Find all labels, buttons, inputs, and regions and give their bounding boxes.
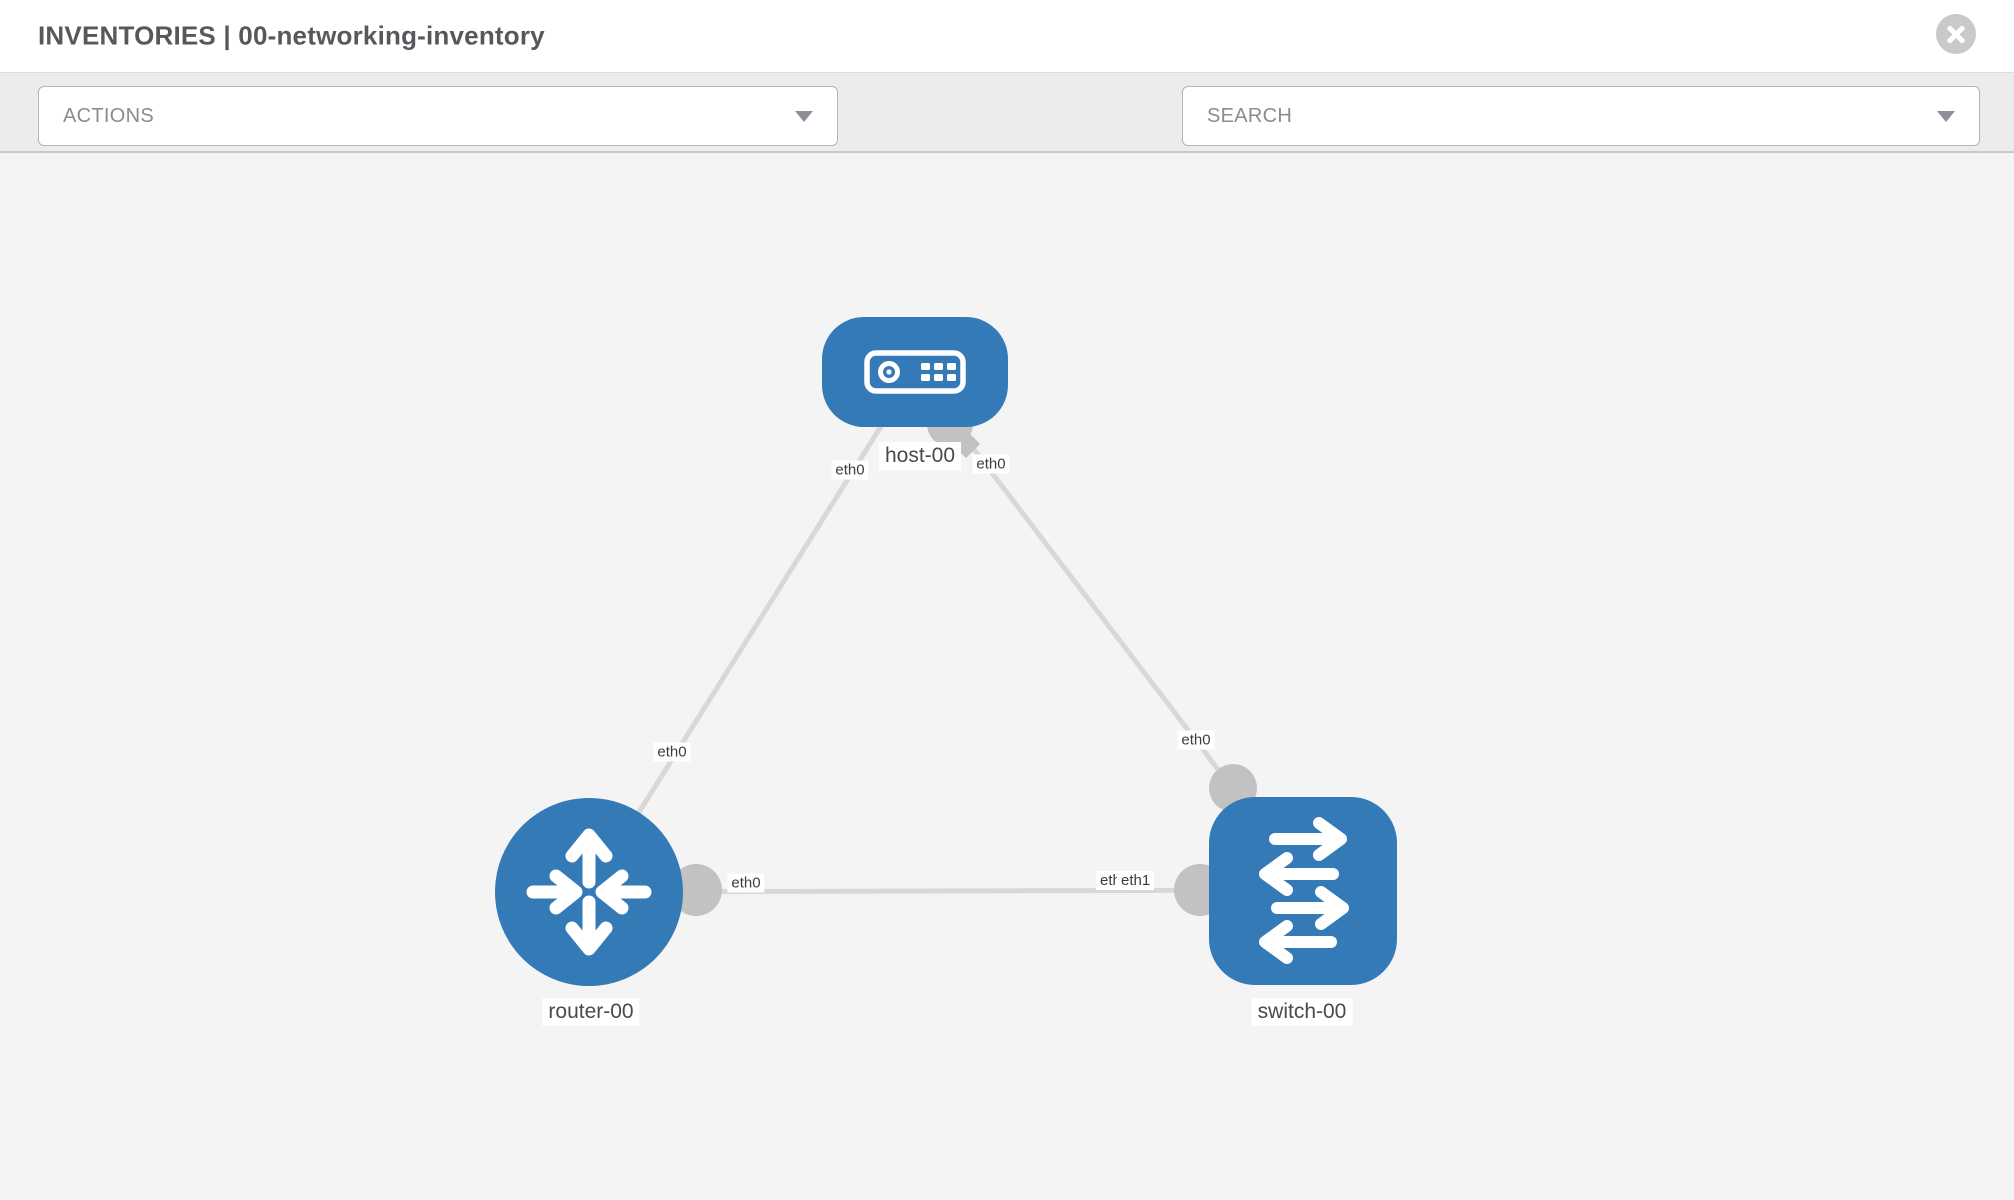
chevron-down-icon (795, 110, 813, 122)
links-layer (586, 370, 1304, 895)
iface-label-router-eth0-top: eth0 (653, 742, 691, 762)
iface-label-host-eth0-right: eth0 (972, 454, 1010, 474)
actions-dropdown-label: ACTIONS (63, 104, 154, 127)
topology-canvas[interactable]: host-00 router-00 switch-00 eth0 eth0 et… (0, 153, 2014, 1200)
iface-label-switch-eth1-front: eth1 (1117, 871, 1155, 890)
link-router-host[interactable] (586, 370, 918, 894)
toolbar: ACTIONS SEARCH (0, 72, 2014, 203)
iface-label-router-eth0-right: eth0 (727, 873, 765, 893)
iface-label-switch-eth0-top: eth0 (1177, 730, 1215, 750)
node-label-host-00: host-00 (878, 442, 962, 470)
node-label-switch-00: switch-00 (1251, 998, 1353, 1026)
node-router-00[interactable] (495, 798, 683, 986)
switch-icon (1259, 817, 1349, 964)
header-bar: INVENTORIES | 00-networking-inventory (0, 0, 2014, 72)
close-button[interactable] (1936, 14, 1976, 54)
search-dropdown-label: SEARCH (1207, 104, 1293, 127)
iface-label-host-eth0-left: eth0 (831, 460, 869, 480)
router-icon (526, 828, 652, 956)
host-icon (864, 350, 966, 394)
node-label-router-00: router-00 (542, 998, 640, 1026)
chevron-down-icon (1937, 110, 1955, 122)
node-switch-00[interactable] (1209, 797, 1397, 985)
node-host-00[interactable] (822, 317, 1008, 427)
actions-dropdown[interactable]: ACTIONS (38, 86, 838, 146)
page-title: INVENTORIES | 00-networking-inventory (38, 20, 545, 51)
search-dropdown[interactable]: SEARCH (1182, 86, 1980, 146)
